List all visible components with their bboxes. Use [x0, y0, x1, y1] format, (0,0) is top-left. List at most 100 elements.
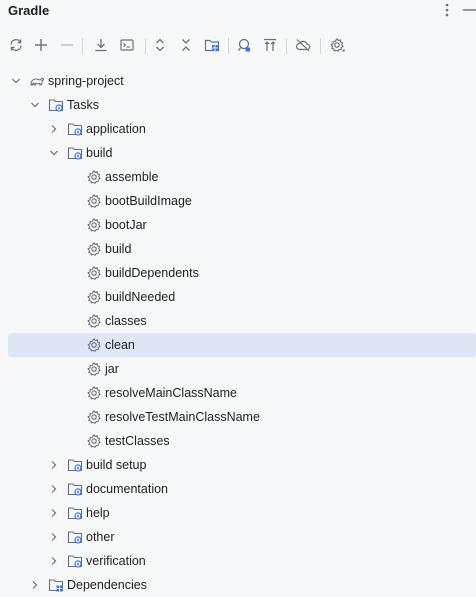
- align-top-icon: [264, 38, 276, 51]
- tree-node-label: resolveTestMainClassName: [105, 410, 260, 424]
- tree-node-task[interactable]: buildDependents: [0, 261, 476, 285]
- offline-mode-button[interactable]: [293, 35, 313, 55]
- gradle-project-tree: spring-project Tasks: [0, 69, 476, 597]
- tree-node-group[interactable]: verification: [0, 549, 476, 573]
- tree-node-task[interactable]: build: [0, 237, 476, 261]
- download-icon: [95, 39, 107, 52]
- tree-node-label: buildDependents: [105, 266, 199, 280]
- chevron-right-icon[interactable]: [29, 579, 41, 591]
- tree-node-task[interactable]: buildNeeded: [0, 285, 476, 309]
- group-modules-button[interactable]: [202, 35, 222, 55]
- task-folder-icon: [48, 97, 64, 113]
- tree-node-project[interactable]: spring-project: [0, 69, 476, 93]
- tree-node-tasks[interactable]: Tasks: [0, 93, 476, 117]
- add-button[interactable]: [31, 35, 51, 55]
- download-sources-button[interactable]: [91, 35, 111, 55]
- tree-node-task[interactable]: testClasses: [0, 429, 476, 453]
- gear-icon: [330, 37, 345, 53]
- tree-node-label: build: [86, 146, 113, 160]
- task-folder-icon: [67, 145, 83, 161]
- tree-node-task[interactable]: resolveTestMainClassName: [0, 405, 476, 429]
- tree-node-task[interactable]: bootBuildImage: [0, 189, 476, 213]
- task-folder-icon: [67, 529, 83, 545]
- tree-node-label: assemble: [105, 170, 159, 184]
- gear-icon: [86, 433, 102, 449]
- tree-node-task-selected[interactable]: clean: [8, 333, 476, 357]
- collapse-all-button[interactable]: [176, 35, 196, 55]
- settings-button[interactable]: [327, 35, 347, 55]
- gear-icon: [86, 409, 102, 425]
- tree-node-label: build: [105, 242, 132, 256]
- tree-node-group[interactable]: documentation: [0, 477, 476, 501]
- minimize-icon[interactable]: [462, 1, 476, 19]
- toolbar-separator: [228, 38, 229, 54]
- tree-node-label: bootJar: [105, 218, 147, 232]
- chevron-right-icon[interactable]: [48, 483, 60, 495]
- chevron-down-icon[interactable]: [10, 75, 22, 87]
- tree-node-dependencies[interactable]: Dependencies: [0, 573, 476, 597]
- tree-node-group[interactable]: other: [0, 525, 476, 549]
- tree-node-group[interactable]: help: [0, 501, 476, 525]
- tree-node-group[interactable]: build setup: [0, 453, 476, 477]
- dependencies-folder-icon: [48, 577, 64, 593]
- plus-icon: [35, 39, 47, 51]
- gear-icon: [86, 313, 102, 329]
- tree-node-task[interactable]: assemble: [0, 165, 476, 189]
- tree-node-task[interactable]: classes: [0, 309, 476, 333]
- gear-icon: [86, 289, 102, 305]
- remove-button[interactable]: [57, 35, 77, 55]
- collapse-icon: [182, 39, 190, 51]
- task-folder-icon: [67, 457, 83, 473]
- folder-grid-icon: [204, 39, 220, 52]
- cloud-off-icon: [296, 39, 311, 52]
- gear-icon: [86, 361, 102, 377]
- more-vertical-icon[interactable]: [440, 1, 454, 19]
- chevron-right-icon[interactable]: [48, 123, 60, 135]
- tool-window-header: Gradle: [0, 0, 476, 26]
- toolbar-separator: [82, 38, 83, 54]
- tree-node-label: resolveMainClassName: [105, 386, 237, 400]
- chevron-right-icon[interactable]: [48, 507, 60, 519]
- gear-icon: [86, 169, 102, 185]
- chevron-right-icon[interactable]: [48, 555, 60, 567]
- tree-node-task[interactable]: resolveMainClassName: [0, 381, 476, 405]
- toolbar-separator: [320, 38, 321, 54]
- gear-icon: [86, 241, 102, 257]
- tree-node-group[interactable]: build: [0, 141, 476, 165]
- task-folder-icon: [67, 481, 83, 497]
- execute-task-button[interactable]: [117, 35, 137, 55]
- task-folder-icon: [67, 553, 83, 569]
- tree-node-label: jar: [105, 362, 119, 376]
- task-folder-icon: [67, 121, 83, 137]
- task-folder-icon: [67, 505, 83, 521]
- gear-icon: [86, 337, 102, 353]
- tree-node-task[interactable]: jar: [0, 357, 476, 381]
- analyze-icon: [237, 38, 250, 52]
- tree-node-label: Tasks: [67, 98, 99, 112]
- chevron-right-icon[interactable]: [48, 459, 60, 471]
- analyze-dependencies-button[interactable]: [234, 35, 254, 55]
- tree-node-label: verification: [86, 554, 146, 568]
- chevron-down-icon[interactable]: [29, 99, 41, 111]
- gear-icon: [86, 193, 102, 209]
- gradle-elephant-icon: [29, 73, 45, 89]
- reload-button[interactable]: [6, 35, 26, 55]
- tree-node-label: clean: [105, 338, 135, 352]
- tree-node-label: help: [86, 506, 110, 520]
- expand-all-button[interactable]: [150, 35, 170, 55]
- tree-node-label: Dependencies: [67, 578, 147, 592]
- tree-node-label: other: [86, 530, 115, 544]
- tree-node-group[interactable]: application: [0, 117, 476, 141]
- tree-node-task[interactable]: bootJar: [0, 213, 476, 237]
- tree-node-label: buildNeeded: [105, 290, 176, 304]
- chevron-right-icon[interactable]: [48, 531, 60, 543]
- refresh-icon: [10, 39, 22, 51]
- tree-node-label: classes: [105, 314, 147, 328]
- minus-icon: [61, 44, 73, 46]
- expand-icon: [156, 38, 164, 52]
- tree-node-label: spring-project: [48, 74, 124, 88]
- show-in-toolwindow-button[interactable]: [260, 35, 280, 55]
- terminal-icon: [120, 39, 134, 51]
- chevron-down-icon[interactable]: [48, 147, 60, 159]
